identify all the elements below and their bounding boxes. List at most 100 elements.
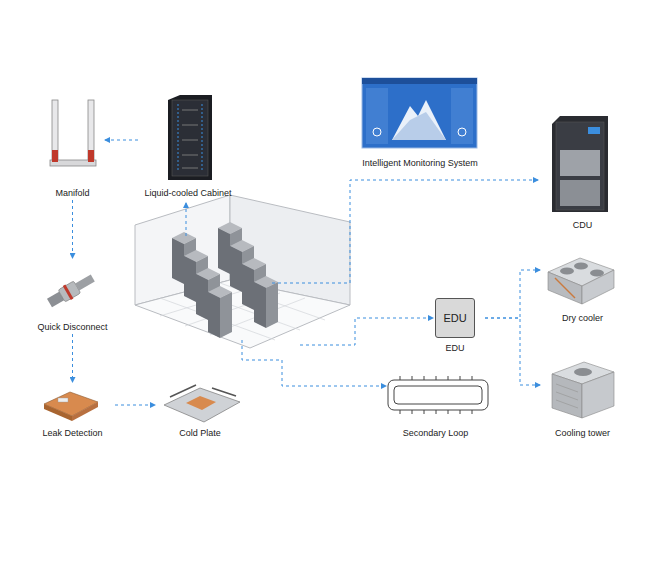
dry-cooler-art [582, 270, 614, 304]
secondary-loop-art [388, 376, 488, 414]
dry-cooler-art [548, 258, 614, 304]
component-caption: Dry cooler [562, 313, 603, 325]
leak-detection-art [44, 392, 98, 421]
cooling-tower-art [556, 384, 578, 408]
cdu-art [552, 116, 608, 212]
component-caption: EDU [445, 343, 464, 355]
component-caption: Manifold [55, 188, 89, 200]
monitor-screen-art [366, 88, 388, 144]
cabinet-art [182, 155, 198, 156]
dry-cooler-art [574, 263, 588, 270]
cdu-art [552, 116, 608, 212]
data-room-art [254, 276, 278, 328]
cabinet-art [202, 104, 203, 172]
cdu-art [556, 122, 604, 210]
monitor-screen-art [392, 100, 446, 140]
cooling-tower-art [552, 374, 582, 418]
monitor-screen-art [362, 78, 477, 148]
flow-connector [115, 405, 155, 406]
flow-connector [72, 200, 73, 258]
leak-detection-art [44, 404, 72, 421]
secondary-loop-art [400, 410, 472, 414]
data-room-art [135, 195, 350, 348]
dry-cooler-art [590, 270, 604, 277]
monitor-screen-art [392, 112, 446, 140]
cdu-art [560, 180, 600, 206]
secondary-loop-art [394, 386, 482, 404]
leak-detection-art [58, 398, 68, 402]
manifold-art [52, 100, 58, 162]
monitor-screen-art [451, 88, 473, 144]
cabinet-art [168, 95, 212, 180]
leader-arrows [186, 203, 187, 236]
cooling-tower-art [574, 368, 592, 376]
cabinet-art [182, 110, 198, 111]
quick-disconnect: Quick Disconnect [30, 258, 115, 334]
manifold-art [88, 150, 94, 162]
cooling-tower: Cooling tower [540, 355, 625, 440]
cdu-art [588, 127, 600, 134]
cabinet-art [182, 140, 198, 141]
cabinet: Liquid-cooled Cabinet [138, 92, 238, 200]
cooling-tower-art [582, 372, 614, 418]
manifold: Manifold [40, 92, 105, 200]
leader-arrows [300, 318, 433, 345]
manifold-art [50, 100, 96, 166]
quick-disconnect-art [45, 271, 96, 310]
flow-connector [72, 334, 73, 382]
dry-cooler-art [555, 278, 575, 298]
monitor-screen-art [362, 78, 477, 84]
cold-plate-art [212, 388, 236, 396]
leader-arrows [242, 340, 386, 386]
quick-disconnect-art [45, 271, 96, 310]
manifold-art [52, 150, 58, 162]
component-caption: Cold Plate [179, 428, 221, 440]
dry-cooler-art [560, 268, 574, 275]
secondary-loop-art [400, 376, 472, 380]
edu-box: EDU EDU [425, 295, 485, 355]
cabinet-art [182, 168, 198, 169]
cold-plate-art [170, 385, 196, 397]
cdu: CDU [540, 112, 625, 232]
component-caption: Leak Detection [42, 428, 102, 440]
cold-plate: Cold Plate [155, 382, 245, 440]
cdu-art [560, 150, 600, 176]
component-caption: CDU [573, 220, 593, 232]
monitor-screen-art [458, 128, 466, 136]
cooling-tower-art [552, 362, 614, 418]
monitoring-system: Intelligent Monitoring System [355, 75, 485, 170]
flow-connector [485, 270, 540, 318]
cold-plate-art [164, 388, 240, 422]
component-caption: Intelligent Monitoring System [362, 158, 478, 170]
monitor-screen-art [373, 128, 381, 136]
secondary-loop: Secondary Loop [378, 372, 493, 440]
component-caption: Cooling tower [555, 428, 610, 440]
quick-disconnect-art [75, 275, 95, 291]
leak-detection-art [72, 402, 98, 421]
manifold-art [88, 100, 94, 162]
quick-disconnect-art [63, 285, 74, 300]
cabinet-art [182, 125, 198, 126]
box-label: EDU [435, 298, 475, 338]
component-caption: Secondary Loop [403, 428, 469, 440]
flow-connector [105, 140, 138, 141]
monitor-screen-art [362, 78, 477, 148]
cold-plate-art [186, 396, 216, 410]
leak-detection: Leak Detection [30, 382, 115, 440]
cabinet-art [172, 100, 208, 176]
flow-connector [485, 318, 540, 385]
dry-cooler-art [548, 272, 582, 304]
component-caption: Liquid-cooled Cabinet [144, 188, 231, 200]
component-caption: Quick Disconnect [37, 322, 107, 334]
cabinet-art [168, 95, 212, 180]
secondary-loop-art [388, 380, 488, 410]
data-room-art [208, 286, 232, 338]
cabinet-art [178, 104, 179, 172]
dry-cooler: Dry cooler [540, 250, 625, 325]
leader-arrows [272, 180, 538, 283]
cold-plate-art [164, 385, 240, 422]
